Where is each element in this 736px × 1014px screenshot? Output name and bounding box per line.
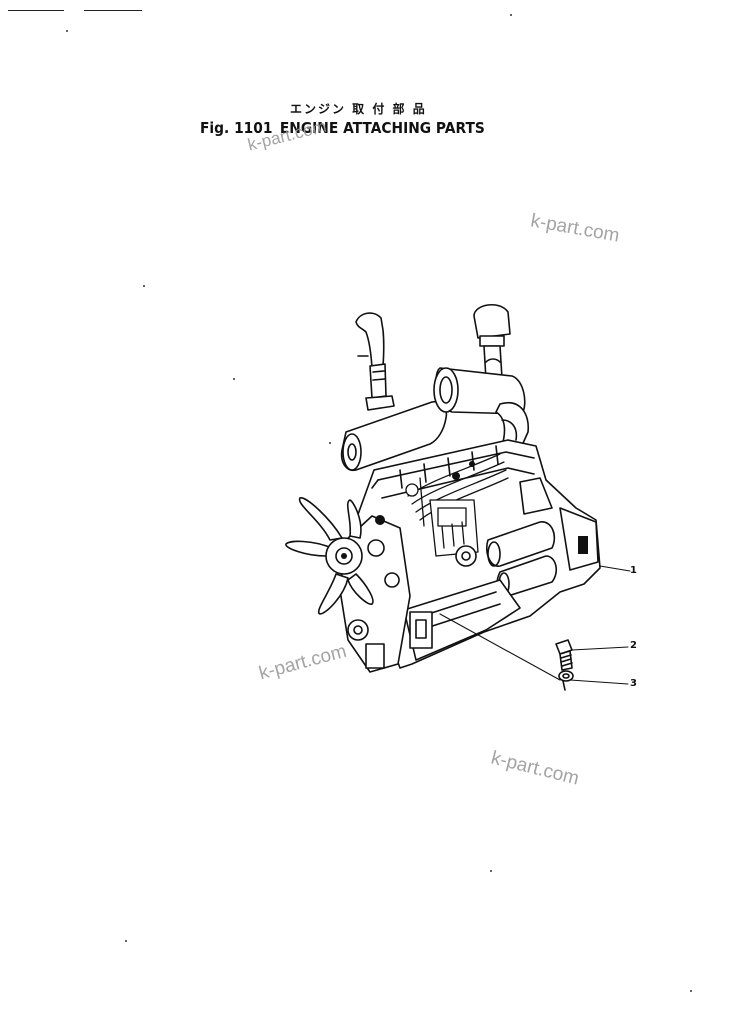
header-rule-left [8, 10, 64, 11]
title-japanese: エンジン 取 付 部 品 [290, 102, 427, 116]
figure-title: Fig. 1101 ENGINE ATTACHING PARTS [200, 119, 485, 137]
scan-speck [233, 378, 235, 380]
figure-number: Fig. 1101 [200, 119, 273, 137]
scan-speck [143, 285, 145, 287]
pre-cleaner [473, 304, 511, 381]
scan-speck [125, 940, 127, 942]
washer-part [558, 670, 574, 691]
header-rule-right [84, 10, 142, 11]
exhaust-pipe [355, 312, 395, 411]
figure-title-text: ENGINE ATTACHING PARTS [279, 119, 485, 137]
oil-pan [403, 579, 521, 661]
starter-motor [455, 521, 558, 597]
bolt-part [555, 639, 573, 671]
muffler [340, 400, 448, 472]
callout-leaders [439, 565, 631, 685]
cooling-fan [285, 497, 374, 615]
scan-speck [329, 442, 331, 444]
scan-speck [510, 14, 512, 16]
callout-number: 3 [630, 678, 637, 689]
injection-pump [405, 453, 509, 557]
air-cleaner [433, 367, 529, 451]
scan-speck [66, 30, 68, 32]
scan-speck [490, 870, 492, 872]
callout-number: 1 [630, 565, 637, 576]
scan-speck [690, 990, 692, 992]
callout-number: 2 [630, 640, 637, 651]
